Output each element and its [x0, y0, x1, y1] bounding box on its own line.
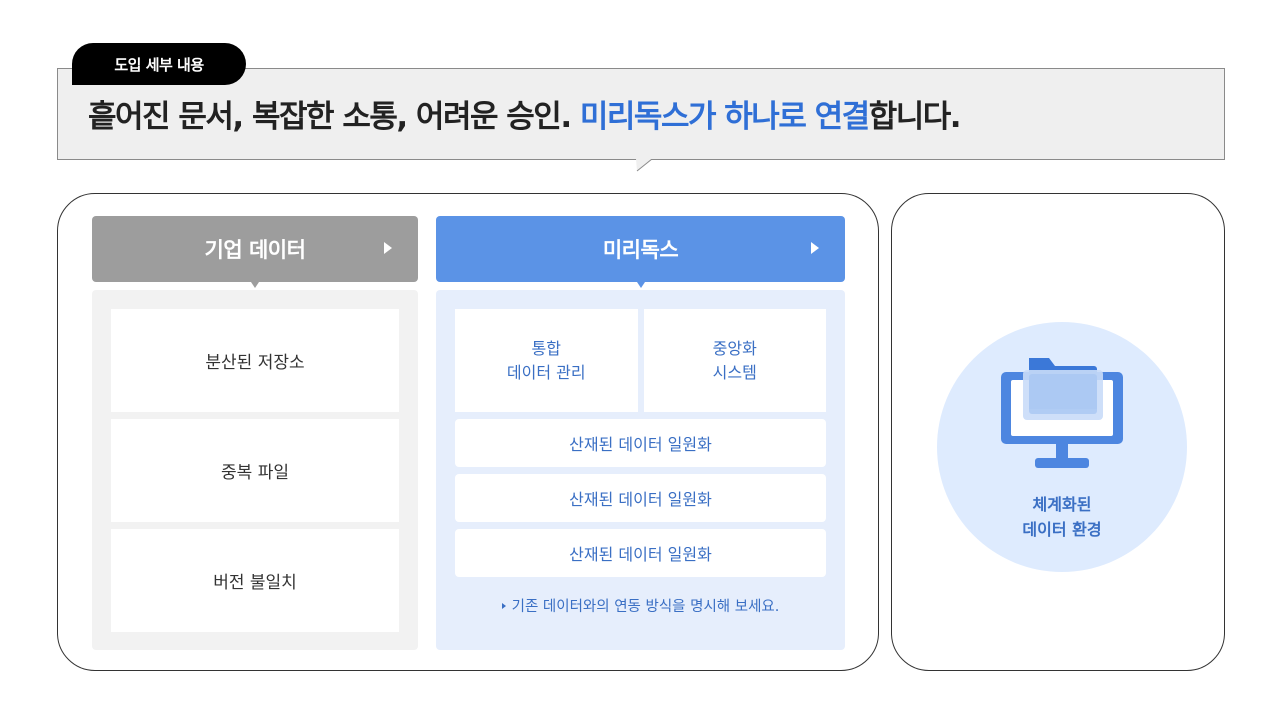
integration-note: 기존 데이터와의 연동 방식을 명시해 보세요.	[455, 595, 826, 616]
section-tag: 도입 세부 내용	[72, 43, 246, 85]
list-item: 분산된 저장소	[111, 309, 399, 412]
list-item: 버전 불일치	[111, 529, 399, 632]
headline-box: 흩어진 문서, 복잡한 소통, 어려운 승인. 미리독스가 하나로 연결합니다.	[57, 68, 1225, 160]
note-text: 기존 데이터와의 연동 방식을 명시해 보세요.	[511, 599, 780, 615]
miridocs-column: 미리독스 통합 데이터 관리 중앙화 시스템 산재된 데이터 일원화 산재된 데…	[436, 216, 845, 650]
result-card: 체계화된 데이터 환경	[891, 193, 1225, 671]
play-arrow-icon	[384, 242, 392, 254]
down-notch-icon	[251, 282, 259, 288]
play-arrow-icon	[811, 242, 819, 254]
feature-line: 시스템	[712, 362, 757, 382]
bullet-triangle-icon	[501, 602, 506, 609]
feature-line: 통합	[531, 338, 561, 358]
list-item: 산재된 데이터 일원화	[455, 474, 826, 522]
feature-cell-centralized: 중앙화 시스템	[643, 309, 826, 412]
result-label-line1: 체계화된	[1032, 495, 1092, 514]
feature-cell-integrated: 통합 데이터 관리	[455, 309, 638, 412]
miridocs-list: 통합 데이터 관리 중앙화 시스템 산재된 데이터 일원화 산재된 데이터 일원…	[436, 290, 845, 650]
headline-highlight: 미리독스가 하나로 연결	[579, 99, 870, 135]
miridocs-title: 미리독스	[602, 238, 679, 262]
feature-row: 통합 데이터 관리 중앙화 시스템	[455, 309, 826, 412]
enterprise-data-list: 분산된 저장소 중복 파일 버전 불일치	[92, 290, 418, 650]
list-item: 중복 파일	[111, 419, 399, 522]
result-label-line2: 데이터 환경	[1022, 520, 1102, 539]
headline-part1: 흩어진 문서, 복잡한 소통, 어려운 승인.	[88, 99, 580, 135]
feature-line: 데이터 관리	[506, 362, 586, 382]
enterprise-data-header: 기업 데이터	[92, 216, 418, 288]
enterprise-data-title: 기업 데이터	[204, 238, 306, 262]
miridocs-header: 미리독스	[436, 216, 845, 288]
list-item: 산재된 데이터 일원화	[455, 419, 826, 467]
comparison-card: 기업 데이터 분산된 저장소 중복 파일 버전 불일치 미리독스 통합 데이터 …	[57, 193, 879, 671]
enterprise-data-column: 기업 데이터 분산된 저장소 중복 파일 버전 불일치	[92, 216, 418, 650]
feature-line: 중앙화	[712, 338, 757, 358]
monitor-folder-icon	[1001, 358, 1123, 468]
result-label: 체계화된 데이터 환경	[937, 492, 1187, 542]
headline-part2: 합니다.	[868, 99, 962, 135]
down-notch-icon	[636, 282, 645, 288]
list-item: 산재된 데이터 일원화	[455, 529, 826, 577]
result-circle: 체계화된 데이터 환경	[937, 322, 1187, 572]
headline: 흩어진 문서, 복잡한 소통, 어려운 승인. 미리독스가 하나로 연결합니다.	[88, 91, 962, 136]
